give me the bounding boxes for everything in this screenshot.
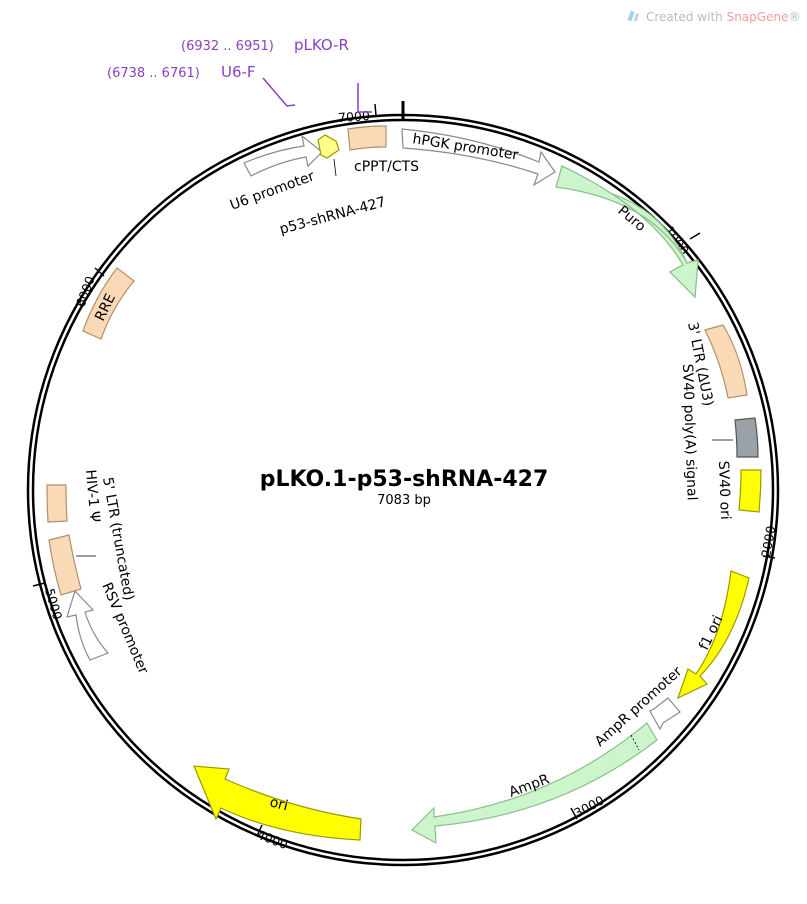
tick-marks [32,103,776,837]
tick-mark-7000 [374,103,377,117]
snapgene-watermark: Created with SnapGene® [627,10,800,24]
feature-u6-promoter[interactable]: U6 promoter [228,134,323,214]
primer-name: U6-F [221,63,256,81]
feature-ori[interactable]: ori [193,765,362,841]
primer-range: (6932 .. 6951) [181,39,274,54]
primer-plko-r: (6932 .. 6951) pLKO-R [181,36,372,113]
primer-u6-f: (6738 .. 6761) U6-F [107,63,296,107]
tick-mark-6000 [94,267,105,277]
tick-mark-4000 [256,824,263,837]
watermark-text: Created with SnapGene® [646,10,800,24]
feature-sv40-ori[interactable]: SV40 ori [715,461,762,520]
feature-f1-ori[interactable]: f1 ori [676,570,750,700]
tick-mark-5000 [32,582,46,587]
feature-label: SV40 poly(A) signal [679,364,700,501]
primer-name: pLKO-R [294,36,349,54]
snapgene-logo-icon [627,10,640,22]
feature-label: SV40 ori [715,461,733,520]
feature-label: hPGK promoter [411,131,519,164]
tick-mark-3000 [570,807,578,820]
feature-label: p53-shRNA-427 [278,194,388,238]
tick-mark-1000 [689,232,701,240]
feature-label: HIV-1 Ψ [82,469,103,523]
feature-label: ori [268,794,290,814]
feature-hiv-1-psi[interactable]: HIV-1 Ψ [48,469,103,596]
feature-ampr[interactable]: AmpR [411,722,658,845]
primer-range: (6738 .. 6761) [107,66,200,81]
feature-cppt-cts[interactable]: cPPT/CTS [347,125,419,175]
tick-label-7000: 7000 [338,108,371,125]
plasmid-title: pLKO.1-p53-shRNA-427 [260,467,549,492]
feature-rsv-promoter[interactable]: RSV promoter [66,580,151,677]
tick-label-4000: 4000 [255,827,290,852]
plasmid-size: 7083 bp [377,493,431,508]
feature-sv40-polya[interactable]: SV40 poly(A) signal [679,364,759,501]
feature-label: cPPT/CTS [354,159,419,175]
feature-label: U6 promoter [228,168,317,213]
tick-mark-2000 [762,555,776,559]
tick-label-2000: 2000 [758,525,778,559]
